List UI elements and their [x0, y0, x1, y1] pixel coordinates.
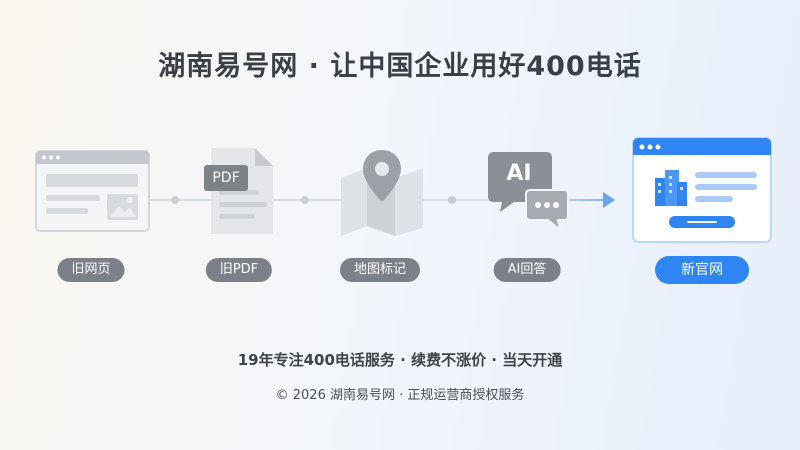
flow-dot	[301, 196, 309, 204]
flow-connector-accent	[560, 199, 608, 201]
flow-dot	[171, 196, 179, 204]
arrow-right-icon	[603, 192, 615, 208]
ai-badge: AI	[506, 161, 532, 186]
tagline: 19年专注400电话服务 · 续费不涨价 · 当天开通	[237, 351, 563, 369]
step-label-old-pdf: 旧PDF	[205, 258, 273, 282]
step-label-map-marker: 地图标记	[339, 258, 421, 282]
step-label-ai-answer: AI回答	[493, 258, 561, 282]
page-title: 湖南易号网 · 让中国企业用好400电话	[158, 51, 642, 82]
map-marker-icon	[341, 150, 423, 236]
step-label-new-website[interactable]: 新官网	[655, 256, 749, 284]
old-webpage-icon	[35, 150, 150, 232]
new-website-icon	[632, 137, 772, 243]
footer-copyright: © 2026 湖南易号网 · 正规运营商授权服务	[275, 388, 525, 403]
step-label-old-webpage: 旧网页	[57, 258, 125, 282]
pdf-document-icon	[211, 148, 273, 234]
ai-chat-icon	[488, 152, 569, 232]
flow-dot	[448, 196, 456, 204]
pdf-badge: PDF	[204, 165, 248, 191]
